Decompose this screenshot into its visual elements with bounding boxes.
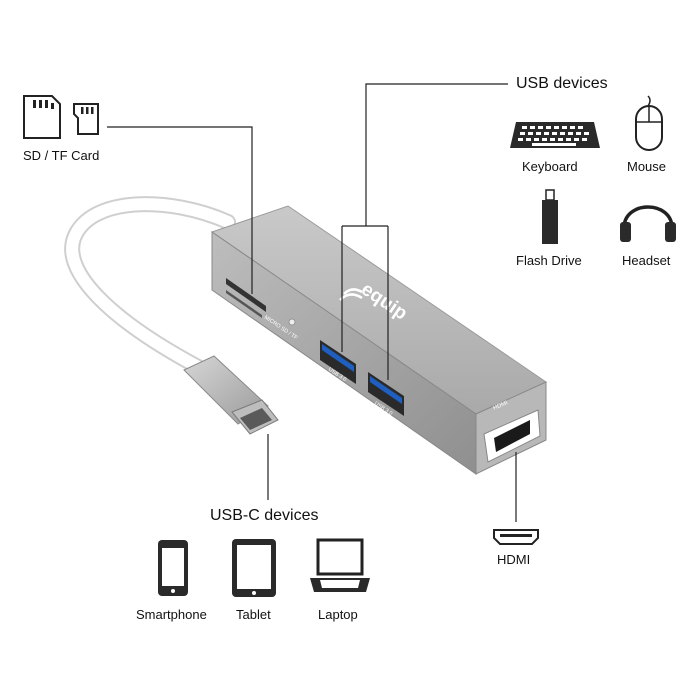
sd-card-icon — [23, 95, 61, 139]
headset-icon — [620, 205, 676, 242]
hdmi-icon — [493, 529, 539, 545]
laptop-label: Laptop — [318, 607, 358, 622]
mouse-label: Mouse — [627, 159, 667, 174]
usb-port-2: USB 3.0 — [368, 372, 404, 417]
smartphone-label: Smartphone — [136, 607, 207, 622]
flash-drive-label: Flash Drive — [516, 253, 582, 268]
leader-lines — [107, 83, 517, 522]
keyboard-icon — [510, 122, 600, 148]
usb-port-1: USB 3.0 — [320, 340, 356, 384]
status-led — [288, 318, 296, 326]
flash-drive-icon — [542, 189, 558, 244]
keyboard-label: Keyboard — [522, 159, 578, 174]
smartphone-icon — [158, 540, 188, 596]
usb-c-cable — [64, 196, 236, 376]
mouse-icon — [635, 95, 663, 151]
hdmi-port-label: HDMI — [492, 400, 509, 412]
laptop-icon — [310, 538, 370, 592]
tablet-label: Tablet — [236, 607, 271, 622]
usb-leader-line — [365, 83, 508, 226]
headset-label: Headset — [622, 253, 671, 268]
micro-sd-card-icon — [73, 103, 99, 135]
hdmi-port: HDMI — [483, 400, 541, 463]
hdmi-label: HDMI — [497, 552, 531, 567]
sd-card-label: SD / TF Card — [23, 148, 100, 163]
usb-c-plug — [183, 355, 279, 435]
tablet-icon — [232, 539, 276, 597]
usb-c-devices-label: USB-C devices — [210, 507, 319, 524]
usb-devices-label: USB devices — [516, 75, 608, 92]
sd-leader-line — [107, 126, 253, 294]
